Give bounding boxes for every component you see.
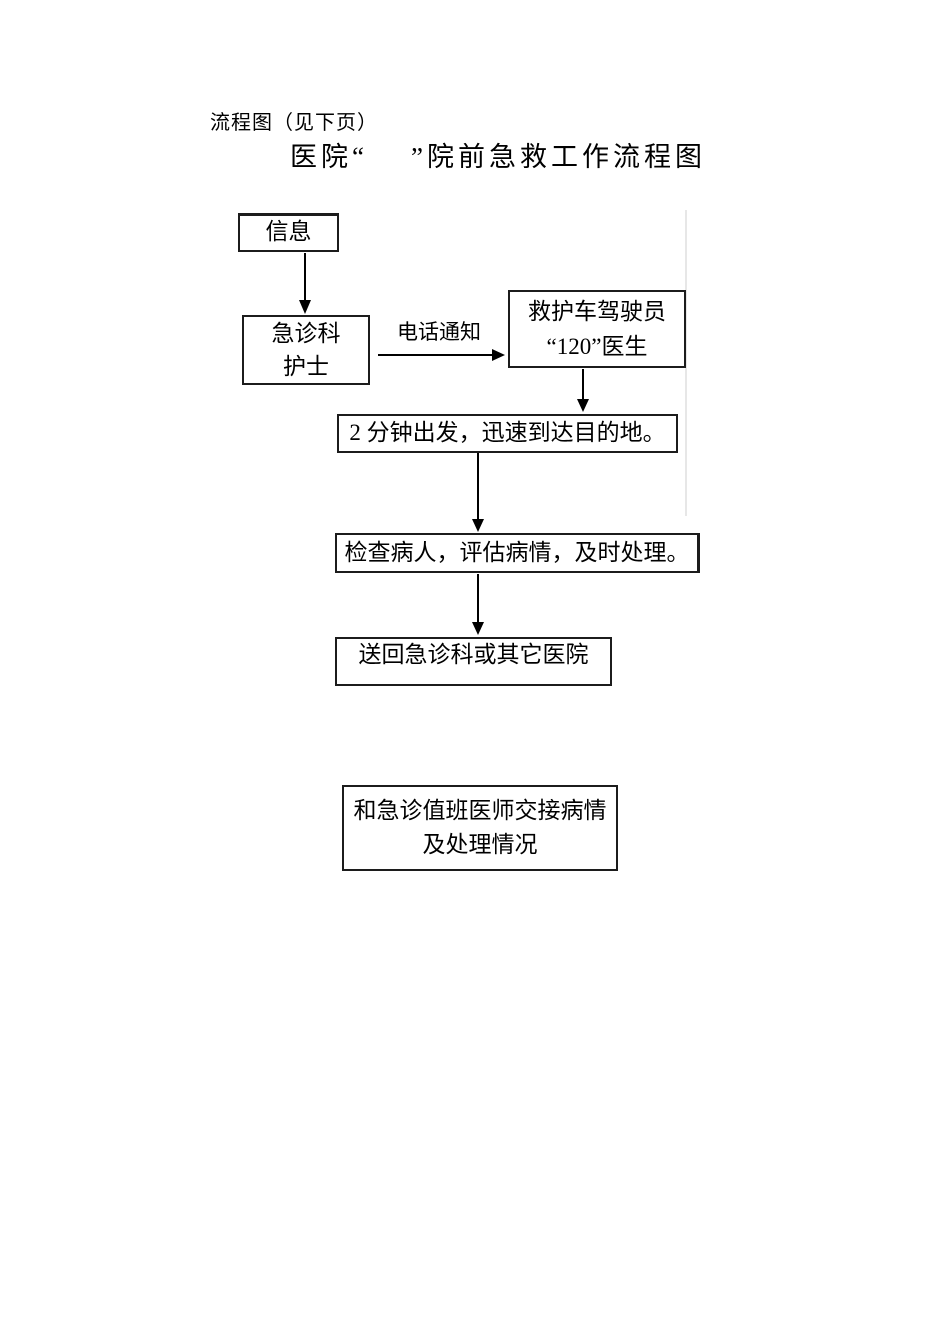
arrow-ambulance-to-depart [577, 369, 589, 412]
flow-node-ambulance-driver-doctor: 救护车驾驶员 “120”医生 [508, 290, 686, 368]
flow-node-return-to-er: 送回急诊科或其它医院 [335, 637, 612, 686]
drawing-canvas-edge [685, 210, 687, 516]
flow-node-handover: 和急诊值班医师交接病情 及处理情况 [342, 785, 618, 871]
arrow-check-to-return [472, 574, 484, 635]
arrow-nurse-to-ambulance [378, 349, 505, 361]
flow-node-info: 信息 [238, 213, 339, 252]
edge-label-phone-notify: 电话通知 [397, 320, 481, 344]
arrow-info-to-nurse [299, 253, 311, 314]
arrow-depart-to-check [472, 453, 484, 532]
flow-node-depart-2min: 2 分钟出发，迅速到达目的地。 [337, 414, 678, 453]
header-note: 流程图（见下页） [210, 112, 378, 134]
page-title: 医院“ ”院前急救工作流程图 [290, 142, 706, 172]
flow-node-check-patient: 检查病人，评估病情，及时处理。 [335, 533, 700, 573]
flow-node-er-nurse: 急诊科 护士 [242, 315, 370, 385]
